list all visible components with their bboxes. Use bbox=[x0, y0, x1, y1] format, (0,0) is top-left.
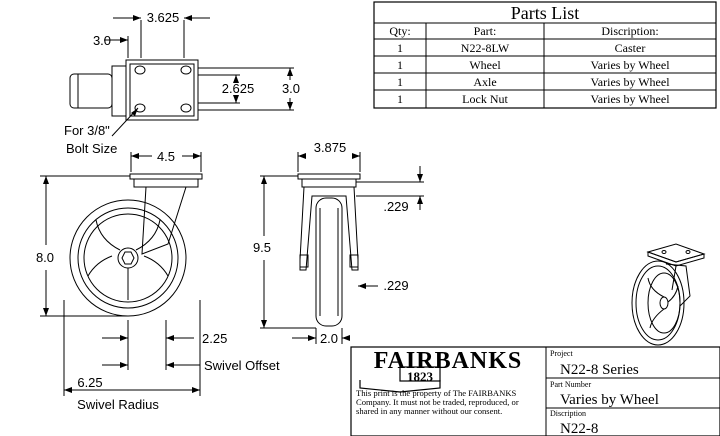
dim-front-plate: 3.875 bbox=[314, 140, 347, 155]
project-label: Project bbox=[550, 349, 573, 358]
side-view-arrows bbox=[43, 153, 201, 393]
dim-plate-outer: 3.0 bbox=[282, 81, 300, 96]
title-block bbox=[350, 346, 720, 436]
dim-wheel-width: 2.0 bbox=[320, 331, 338, 346]
parts-list-title: Parts List bbox=[511, 3, 580, 23]
swivel-offset-label: Swivel Offset bbox=[204, 358, 280, 373]
company-logo-name: FAIRBANKS bbox=[374, 348, 523, 374]
row-3-part: Axle bbox=[473, 75, 496, 89]
row-2-part: Wheel bbox=[469, 58, 501, 72]
front-view bbox=[260, 152, 424, 344]
dim-swivel-radius-value: 6.25 bbox=[77, 375, 102, 390]
row-1-description: Caster bbox=[615, 41, 646, 55]
dim-gap-side: .229 bbox=[383, 278, 408, 293]
part-number-label: Part Number bbox=[550, 380, 591, 389]
swivel-radius-label: Swivel Radius bbox=[77, 397, 159, 412]
company-logo-year: 1823 bbox=[407, 369, 434, 384]
row-4-part: Lock Nut bbox=[462, 92, 508, 106]
header-description: Discription: bbox=[601, 24, 658, 38]
top-view-arrows bbox=[120, 15, 293, 116]
isometric-view bbox=[631, 243, 706, 346]
part-number-value: Varies by Wheel bbox=[560, 392, 659, 408]
row-4-qty: 1 bbox=[397, 92, 403, 106]
side-view bbox=[40, 152, 203, 396]
bolt-note-line-1: For 3/8" bbox=[64, 123, 110, 138]
top-view bbox=[69, 17, 294, 137]
project-value: N22-8 Series bbox=[560, 362, 639, 378]
dim-height-side: 8.0 bbox=[36, 250, 54, 265]
dim-top-left: 3.0 bbox=[93, 33, 111, 48]
dim-side-plate: 4.5 bbox=[157, 149, 175, 164]
row-3-description: Varies by Wheel bbox=[590, 75, 670, 89]
dim-gap-top: .229 bbox=[383, 199, 408, 214]
property-notice-line-2: Company. It must not be traded, reproduc… bbox=[356, 397, 519, 407]
row-2-description: Varies by Wheel bbox=[590, 58, 670, 72]
parts-list-table: Parts List Qty: Part: Discription: 1 N22… bbox=[373, 1, 717, 109]
bolt-note-line-2: Bolt Size bbox=[66, 141, 117, 156]
row-4-description: Varies by Wheel bbox=[590, 92, 670, 106]
header-qty: Qty: bbox=[389, 24, 410, 38]
dim-swivel-offset-value: 2.25 bbox=[202, 331, 227, 346]
dim-plate-inner: 2.625 bbox=[222, 81, 255, 96]
description-value: N22-8 bbox=[560, 421, 598, 436]
property-notice-line-1: This print is the property of The FAIRBA… bbox=[356, 388, 517, 398]
row-1-qty: 1 bbox=[397, 41, 403, 55]
dim-height-front: 9.5 bbox=[253, 240, 271, 255]
dim-top-width: 3.625 bbox=[147, 10, 180, 25]
front-view-arrows bbox=[261, 153, 423, 341]
header-part: Part: bbox=[474, 24, 497, 38]
row-3-qty: 1 bbox=[397, 75, 403, 89]
description-label: Discription bbox=[550, 409, 586, 418]
row-1-part: N22-8LW bbox=[461, 41, 510, 55]
row-2-qty: 1 bbox=[397, 58, 403, 72]
property-notice-line-3: shared in any manner without our consent… bbox=[356, 406, 502, 416]
